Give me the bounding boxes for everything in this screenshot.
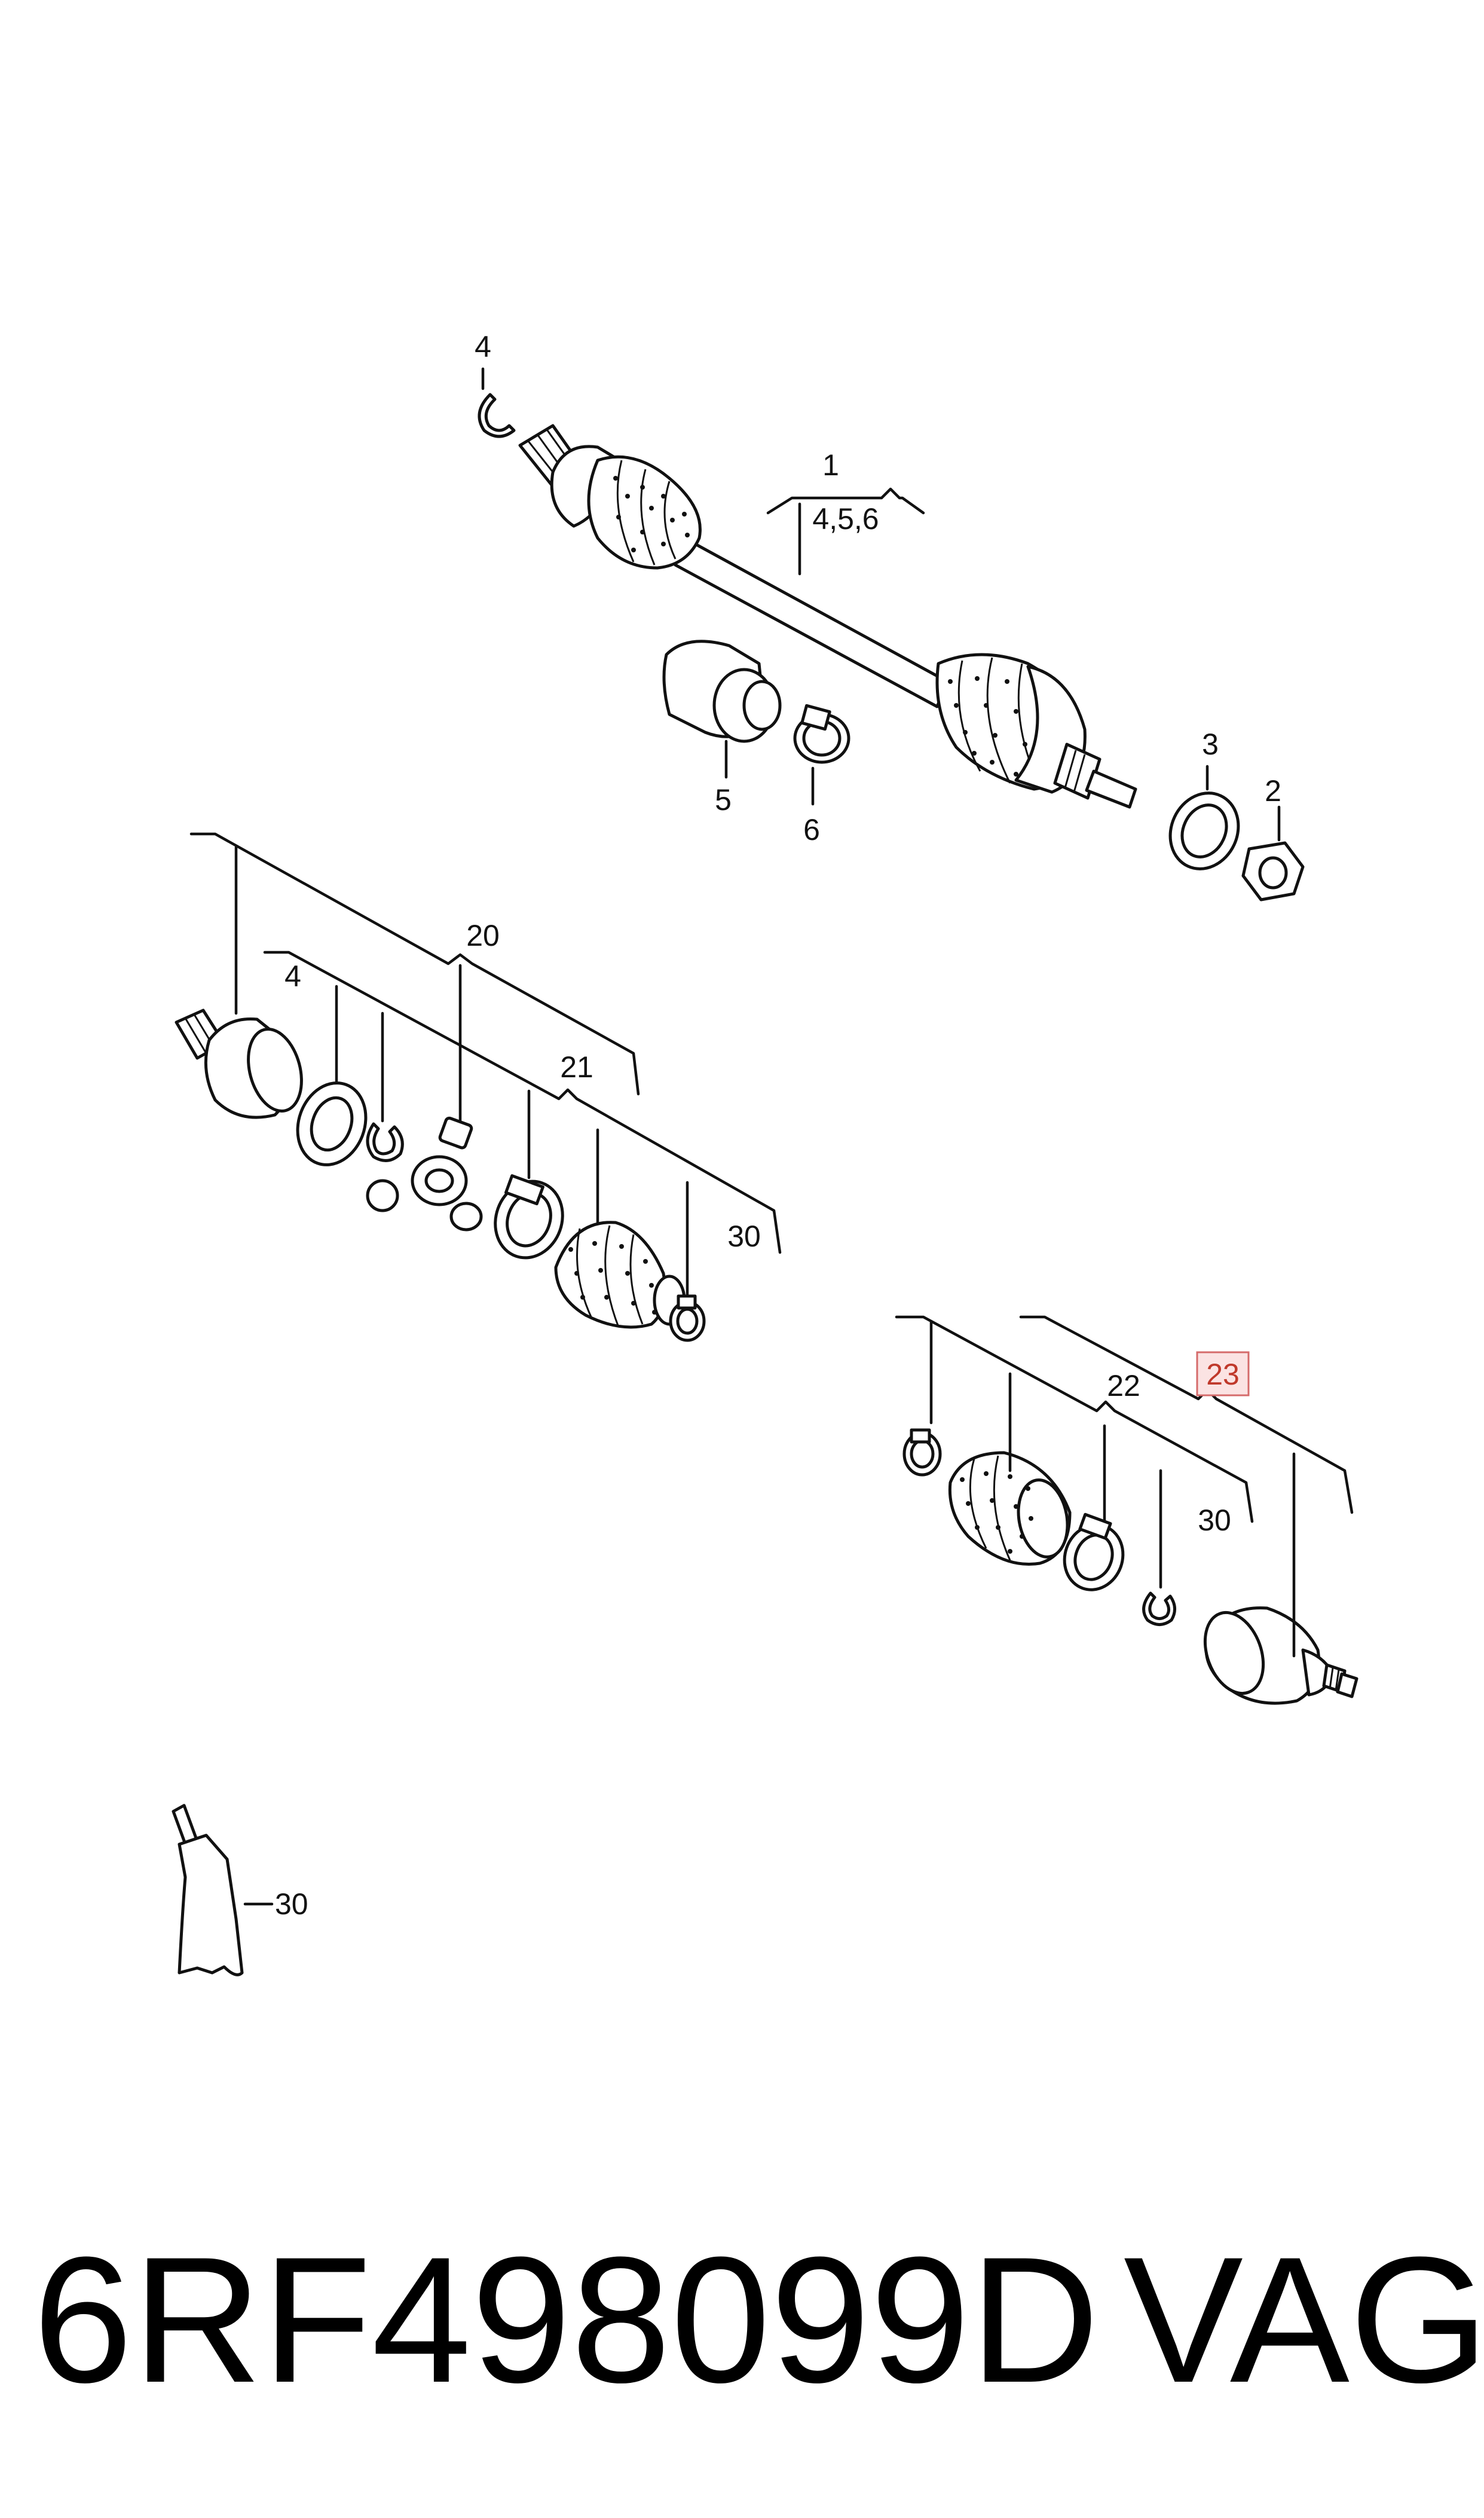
- clamp-band-mid: [494, 1174, 564, 1260]
- callout-2[interactable]: 2: [1265, 774, 1281, 808]
- outer-joint-kit: [902, 1428, 1358, 1705]
- circlip-mid: [366, 1122, 404, 1162]
- callout-23-highlight[interactable]: [1196, 1351, 1250, 1396]
- callout-30-tube[interactable]: 30: [275, 1887, 308, 1921]
- top-leader-lines: [481, 367, 1281, 842]
- outer-joint-boot: [948, 1451, 1072, 1566]
- inner-joint-boot: [554, 1221, 686, 1329]
- clamp-band-top: [793, 704, 850, 764]
- callout-20[interactable]: 20: [466, 919, 500, 952]
- part-number: 6RF498099D: [33, 2219, 1100, 2420]
- callout-22[interactable]: 22: [1107, 1369, 1140, 1402]
- brand-name: VAG: [1124, 2219, 1484, 2420]
- small-clamp-low: [902, 1428, 942, 1477]
- callout-30-mid[interactable]: 30: [727, 1220, 761, 1253]
- outer-spline-stub: [1053, 742, 1137, 809]
- drive-shaft-assembly: [518, 424, 1137, 809]
- circlip-low: [1142, 1591, 1176, 1626]
- callout-4-mid[interactable]: 4: [284, 959, 301, 993]
- callout-1-sub: 4,5,6: [812, 502, 879, 536]
- hex-nut: [1241, 841, 1305, 902]
- small-clamp-mid: [669, 1294, 706, 1342]
- inner-joint-kit: [175, 1009, 706, 1342]
- callout-5[interactable]: 5: [715, 783, 732, 817]
- circlip-top: [478, 393, 516, 438]
- callout-4-top[interactable]: 4: [475, 330, 491, 363]
- callout-23[interactable]: 23: [1206, 1358, 1240, 1391]
- damper-weight: [662, 640, 782, 743]
- callout-3[interactable]: 3: [1202, 728, 1219, 761]
- thrust-washer: [1168, 792, 1240, 870]
- callout-21[interactable]: 21: [560, 1050, 593, 1084]
- seal-ring: [296, 1081, 368, 1166]
- callout-6[interactable]: 6: [803, 813, 820, 847]
- grease-tube: [172, 1804, 274, 1976]
- tripod-spider: [366, 1116, 483, 1232]
- callout-30-low[interactable]: 30: [1198, 1504, 1231, 1537]
- clamp-band-low: [1063, 1512, 1125, 1591]
- middle-leader-lines: [189, 832, 782, 1296]
- inner-boot: [587, 455, 702, 570]
- outer-cv-joint: [1203, 1606, 1358, 1705]
- callout-1[interactable]: 1: [822, 448, 839, 482]
